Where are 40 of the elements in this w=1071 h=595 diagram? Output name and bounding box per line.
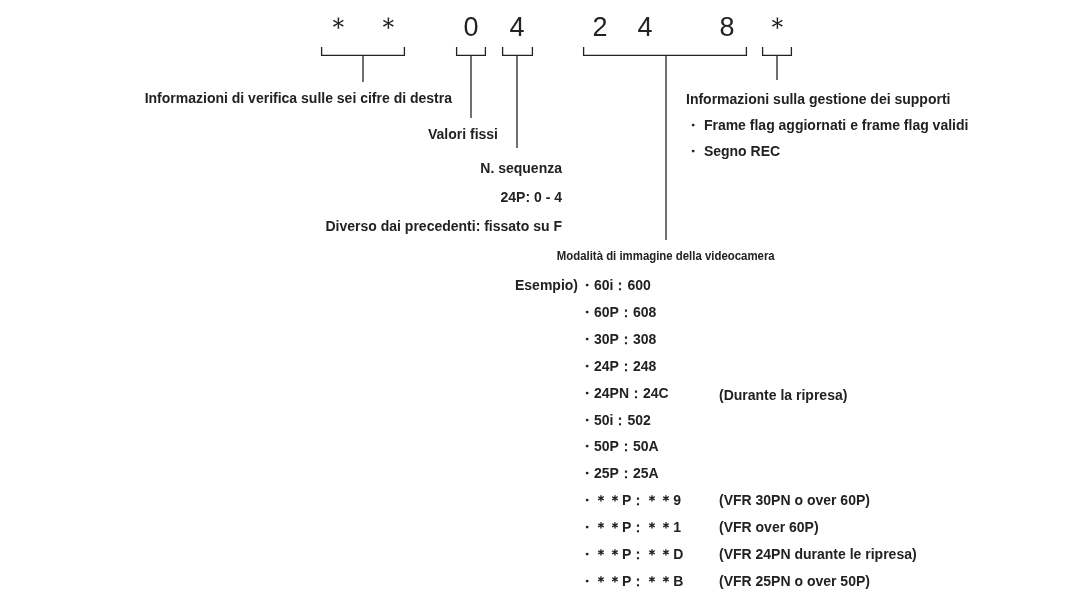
mode-code-text: (VFR 30PN o over 60P) — [719, 491, 870, 510]
description-text: N. sequenza — [480, 159, 562, 178]
description-line: 24P: 0 - 4 — [500, 188, 562, 207]
mode-code-text: ・60i：600 — [580, 276, 651, 294]
description-line: Diverso dai precedenti: fissato su F — [325, 217, 562, 236]
mode-code-text: (VFR 25PN o over 50P) — [719, 571, 870, 590]
description-line: ・ Segno REC — [686, 142, 781, 161]
description-text: Modalità di immagine della videocamera — [557, 248, 775, 265]
leader-line — [665, 55, 667, 241]
leader-line — [776, 55, 778, 81]
mode-code-text: ・＊＊P：＊＊1 — [580, 518, 682, 537]
description-text: Informazioni di verifica sulle sei cifre di destra — [144, 89, 452, 108]
mode-code-text: ・＊＊P：＊＊D — [580, 545, 684, 563]
code-character: 4 — [637, 11, 653, 44]
mode-code-text: ・50P：50A — [580, 437, 659, 456]
mode-code-text: ・24PN：24C — [580, 383, 669, 402]
description-text: Informazioni sulla gestione dei supporti — [686, 90, 951, 109]
leader-line — [362, 55, 364, 83]
code-character: 0 — [463, 11, 479, 44]
description-line: ・ Frame flag aggiornati e frame flag validi — [686, 116, 969, 135]
code-character: ＊ — [374, 11, 402, 44]
mode-code-text: ・＊＊P：＊＊9 — [580, 491, 682, 510]
code-character: ＊ — [324, 11, 352, 44]
mode-code-text: ・＊＊P：＊＊B — [580, 571, 684, 590]
mode-code-text: (VFR 24PN durante le ripresa) — [719, 545, 917, 563]
mode-code-text: ・24P：248 — [580, 356, 657, 375]
code-character: 2 — [592, 11, 608, 44]
code-character: ＊ — [763, 11, 791, 44]
leader-line — [516, 55, 518, 149]
mode-code-text: ・50i：502 — [580, 410, 651, 429]
mode-code-text: ・25P：25A — [580, 464, 659, 483]
mode-code-text: ・30P：308 — [580, 329, 657, 348]
mode-code-text: (Durante la ripresa) — [719, 385, 848, 404]
leader-line — [470, 55, 472, 119]
code-character: 8 — [719, 11, 735, 44]
mode-code-text: ・60P：608 — [580, 302, 657, 321]
description-text: Valori fissi — [427, 125, 498, 144]
example-label: Esempio) — [515, 276, 578, 294]
mode-code-text: (VFR over 60P) — [719, 518, 819, 537]
code-character: 4 — [509, 11, 525, 44]
